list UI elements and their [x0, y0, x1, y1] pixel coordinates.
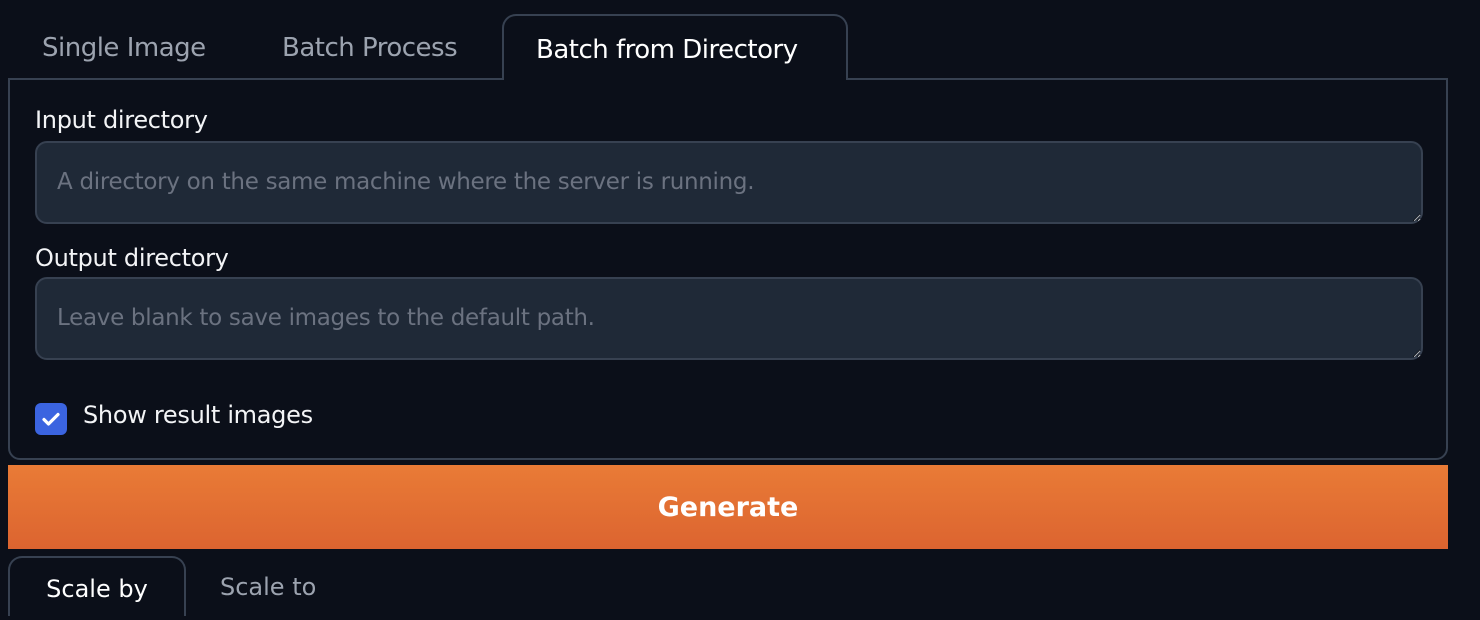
tab-bar: Single Image Batch Process Batch from Di… [8, 14, 1480, 80]
input-directory-wrapper [35, 141, 1423, 224]
input-directory-label: Input directory [35, 106, 208, 134]
checkmark-icon [42, 412, 60, 426]
tab-scale-to[interactable]: Scale to [220, 573, 317, 601]
tab-single-image[interactable]: Single Image [42, 33, 206, 63]
tab-batch-process[interactable]: Batch Process [282, 33, 458, 63]
batch-directory-panel: Input directory Output directory Show re… [8, 78, 1448, 460]
tab-scale-by[interactable]: Scale by [8, 556, 186, 616]
tab-batch-from-directory[interactable]: Batch from Directory [502, 14, 848, 80]
output-directory-label: Output directory [35, 244, 229, 272]
output-directory-wrapper [35, 277, 1423, 360]
show-result-images-label[interactable]: Show result images [83, 401, 313, 429]
show-result-images-checkbox[interactable] [35, 403, 67, 435]
generate-button[interactable]: Generate [8, 465, 1448, 549]
output-directory-field[interactable] [37, 279, 1421, 358]
input-directory-field[interactable] [37, 143, 1421, 222]
